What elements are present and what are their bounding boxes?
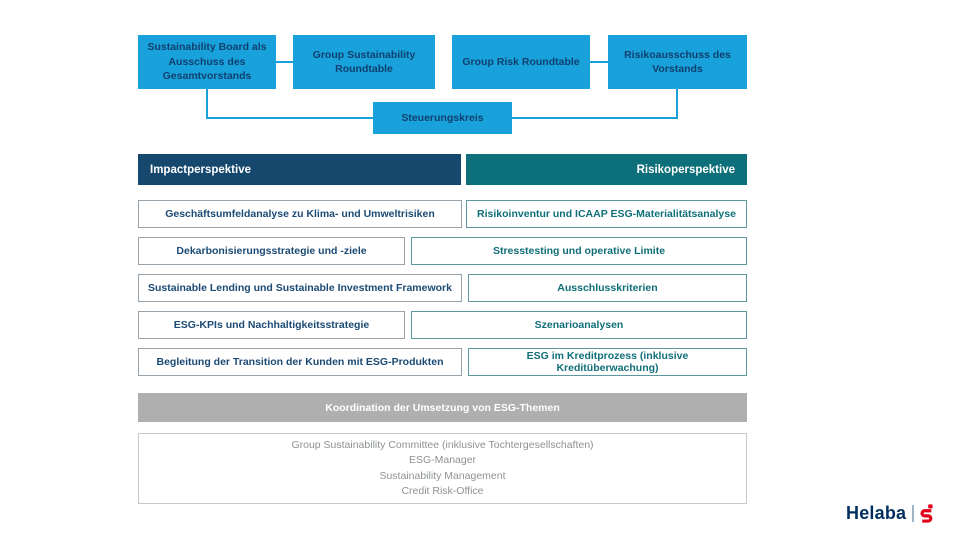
logo-divider xyxy=(912,505,914,522)
connector-left-horizontal xyxy=(206,117,373,119)
impact-item-sustainable-lending: Sustainable Lending und Sustainable Inve… xyxy=(138,274,462,302)
connector-right-vertical xyxy=(676,89,678,119)
header-risikoperspektive: Risikoperspektive xyxy=(466,154,747,185)
connector-right-horizontal xyxy=(512,117,678,119)
impact-item-dekarbonisierung: Dekarbonisierungsstrategie und -ziele xyxy=(138,237,405,265)
helaba-wordmark: Helaba xyxy=(846,503,907,523)
risk-item-esg-kreditprozess: ESG im Kreditprozess (inklusive Kreditüb… xyxy=(468,348,747,376)
risk-item-szenarioanalysen: Szenarioanalysen xyxy=(411,311,747,339)
committee-line-credit-risk-office: Credit Risk-Office xyxy=(401,485,484,497)
risk-item-ausschlusskriterien: Ausschlusskriterien xyxy=(468,274,747,302)
connector-box1-box2 xyxy=(276,61,293,63)
connector-box3-box4 xyxy=(590,61,608,63)
box-sustainability-board: Sustainability Board als Ausschuss des G… xyxy=(138,35,276,89)
box-steuerungskreis: Steuerungskreis xyxy=(373,102,512,134)
risk-item-stresstesting: Stresstesting und operative Limite xyxy=(411,237,747,265)
sparkasse-s-icon xyxy=(920,504,934,523)
box-risikoausschuss: Risikoausschuss des Vorstands xyxy=(608,35,747,89)
risk-item-risikoinventur: Risikoinventur und ICAAP ESG-Materialitä… xyxy=(466,200,747,228)
coordination-bar: Koordination der Umsetzung von ESG-Theme… xyxy=(138,393,747,422)
committee-line-esg-manager: ESG-Manager xyxy=(408,454,477,466)
impact-item-esg-kpis: ESG-KPIs und Nachhaltigkeitsstrategie xyxy=(138,311,405,339)
impact-item-begleitung-transition: Begleitung der Transition der Kunden mit… xyxy=(138,348,462,376)
committee-box: Group Sustainability Committee (inklusiv… xyxy=(138,433,747,504)
connector-left-vertical xyxy=(206,89,208,119)
committee-line-group-sustainability-committee: Group Sustainability Committee (inklusiv… xyxy=(291,438,594,451)
box-group-risk-roundtable: Group Risk Roundtable xyxy=(452,35,590,89)
impact-item-geschaeftsumfeldanalyse: Geschäftsumfeldanalyse zu Klima- und Umw… xyxy=(138,200,462,228)
header-impactperspektive: Impactperspektive xyxy=(138,154,461,185)
committee-line-sustainability-management: Sustainability Management xyxy=(379,469,506,482)
box-group-sustainability-roundtable: Group Sustainability Roundtable xyxy=(293,35,435,89)
helaba-logo: Helaba xyxy=(846,503,934,524)
